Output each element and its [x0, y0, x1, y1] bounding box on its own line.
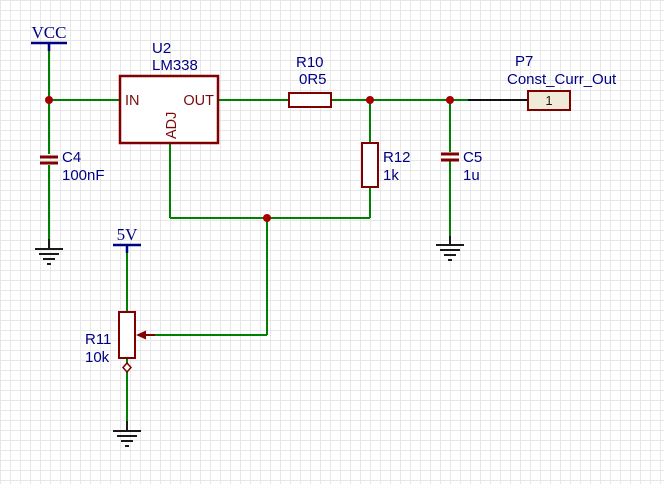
- component-r10[interactable]: R10 0R5: [288, 54, 332, 108]
- u2-pin-adj-label: ADJ: [164, 112, 180, 139]
- ground-symbol-r11[interactable]: [113, 421, 141, 447]
- ground-symbol-c4[interactable]: [35, 239, 63, 265]
- component-r12[interactable]: R12 1k: [361, 142, 411, 188]
- r11-value: 10k: [85, 349, 110, 366]
- junction-vcc-node: [45, 96, 53, 104]
- u2-designator: U2: [152, 40, 171, 57]
- junction-c5-node: [446, 96, 454, 104]
- r12-designator: R12: [383, 149, 411, 166]
- p7-designator: P7: [515, 53, 533, 70]
- r11-body[interactable]: [118, 311, 136, 359]
- p7-pin-number: 1: [545, 93, 552, 108]
- component-u2-lm338[interactable]: U2 LM338 IN OUT ADJ: [118, 40, 220, 145]
- c5-value: 1u: [463, 167, 480, 184]
- junction-adj-node: [263, 214, 271, 222]
- component-r11-potentiometer[interactable]: R11 10k: [85, 311, 155, 374]
- junction-dots: [45, 96, 454, 222]
- p7-body[interactable]: [527, 90, 571, 111]
- component-c4[interactable]: C4 100nF: [40, 149, 105, 184]
- r12-body[interactable]: [361, 142, 379, 188]
- r11-diamond-marker-icon: [121, 361, 133, 374]
- c5-designator: C5: [463, 149, 482, 166]
- u2-value: LM338: [152, 57, 198, 74]
- 5v-label: 5V: [117, 225, 139, 244]
- component-c5[interactable]: C5 1u: [441, 149, 482, 184]
- c4-value: 100nF: [62, 167, 105, 184]
- r10-value: 0R5: [299, 71, 327, 88]
- junction-r12-node: [366, 96, 374, 104]
- u2-body[interactable]: [118, 74, 220, 145]
- c4-designator: C4: [62, 149, 81, 166]
- p7-net-name: Const_Curr_Out: [507, 71, 617, 88]
- r10-designator: R10: [296, 54, 324, 71]
- power-port-5v[interactable]: 5V: [113, 225, 141, 253]
- u2-pin-in-label: IN: [125, 93, 140, 109]
- component-p7-connector[interactable]: P7 Const_Curr_Out 1: [507, 53, 617, 111]
- wires: [48, 50, 529, 421]
- r11-designator: R11: [85, 331, 111, 348]
- power-port-vcc[interactable]: VCC: [31, 23, 67, 51]
- r10-body[interactable]: [288, 92, 332, 108]
- r12-value: 1k: [383, 167, 399, 184]
- ground-symbol-c5[interactable]: [436, 236, 464, 261]
- r11-wiper-arrow-icon: [136, 330, 146, 340]
- u2-pin-out-label: OUT: [183, 93, 214, 109]
- vcc-label: VCC: [32, 23, 67, 42]
